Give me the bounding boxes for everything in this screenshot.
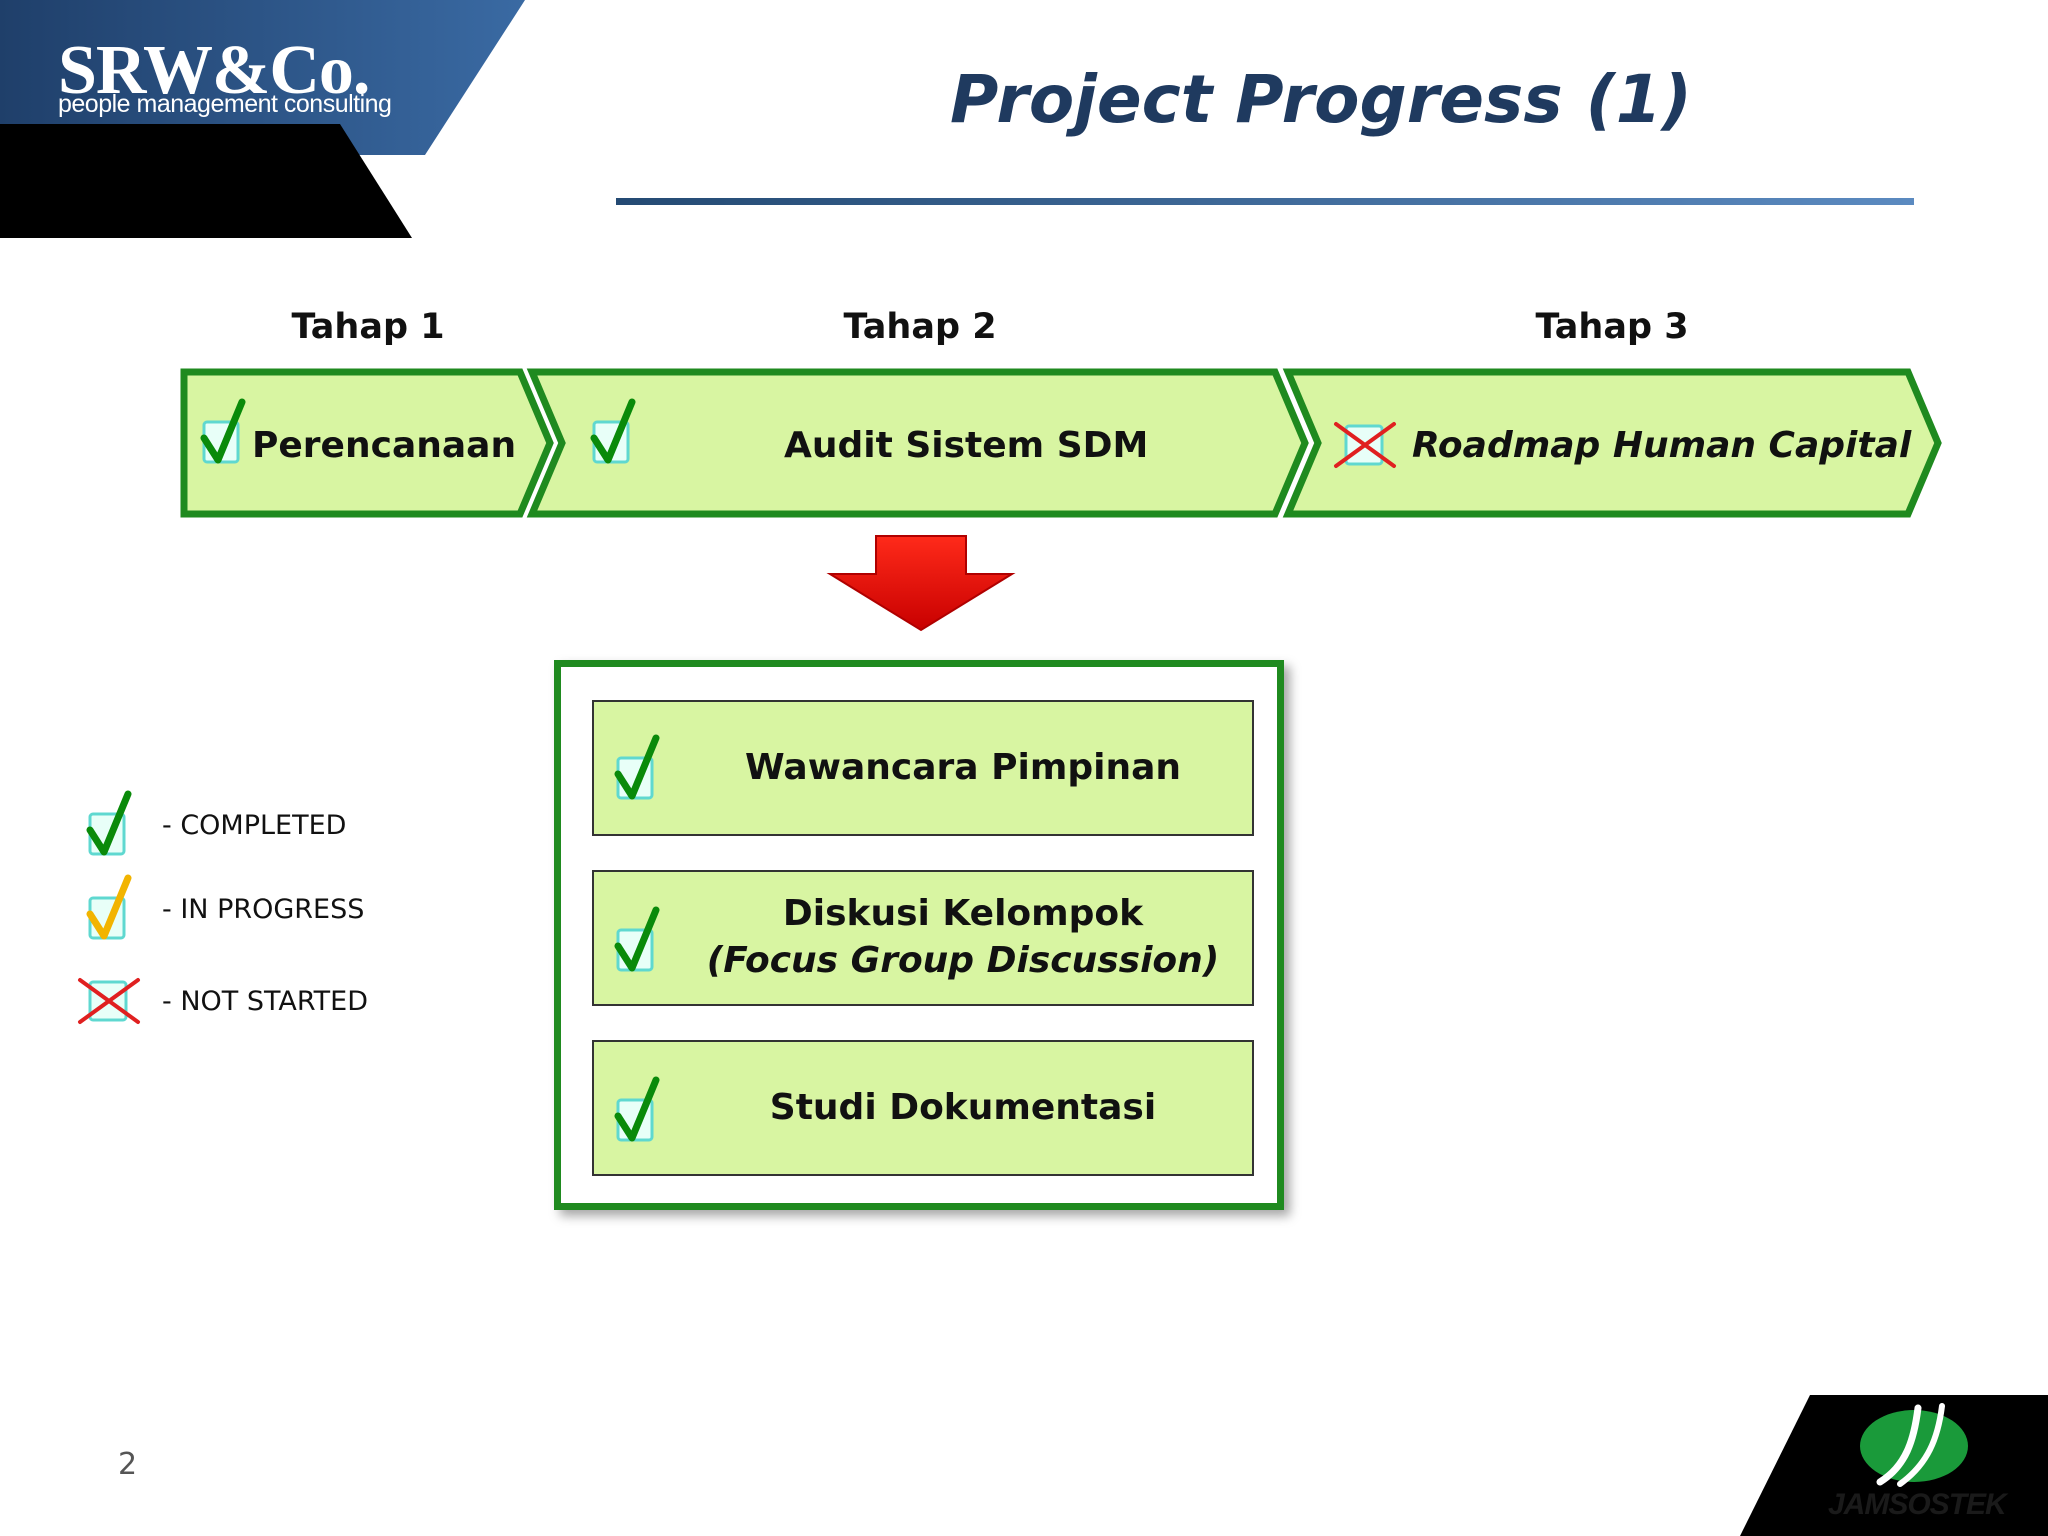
task-wawancara-pimpinan: Wawancara Pimpinan	[592, 700, 1254, 836]
jamsostek-logo-icon	[1860, 1403, 1968, 1487]
title-underline	[616, 198, 1914, 205]
check-green-icon	[614, 906, 660, 972]
legend-not-started: - NOT STARTED	[162, 986, 368, 1017]
cross-red-icon	[78, 978, 140, 1024]
company-tagline: people management consulting	[58, 90, 392, 118]
phase-audit-sistem-sdm: Audit Sistem SDM	[784, 425, 1149, 466]
legend-completed: - COMPLETED	[162, 810, 347, 841]
check-green-icon	[614, 734, 660, 800]
task-subtitle: (Focus Group Discussion)	[706, 940, 1220, 981]
footer-brand: JAMSOSTEK	[1828, 1488, 2007, 1521]
check-green-icon	[590, 398, 636, 464]
task-title: Diskusi Kelompok	[782, 893, 1144, 935]
stage-label-1: Tahap 1	[291, 307, 445, 347]
task-label: Wawancara Pimpinan	[684, 702, 1242, 834]
stage-label-2: Tahap 2	[843, 307, 997, 347]
header-corner-graphic	[0, 0, 525, 238]
chevron-stage-1	[180, 368, 554, 518]
task-label: Studi Dokumentasi	[684, 1042, 1242, 1174]
company-logo: SRW&Co.	[58, 32, 370, 109]
task-diskusi-kelompok: Diskusi Kelompok (Focus Group Discussion…	[592, 870, 1254, 1006]
process-chevrons	[180, 368, 1942, 518]
check-yellow-icon	[86, 874, 132, 940]
task-title: Studi Dokumentasi	[769, 1086, 1157, 1128]
phase-perencanaan: Perencanaan	[252, 425, 517, 466]
task-label: Diskusi Kelompok (Focus Group Discussion…	[684, 872, 1242, 1004]
page-title: Project Progress (1)	[950, 61, 1692, 138]
task-studi-dokumentasi: Studi Dokumentasi	[592, 1040, 1254, 1176]
cross-red-icon	[1334, 422, 1396, 468]
check-green-icon	[200, 398, 246, 464]
down-arrow-icon	[826, 535, 1016, 632]
stage-label-3: Tahap 3	[1535, 307, 1689, 347]
check-green-icon	[86, 790, 132, 856]
page-number: 2	[118, 1447, 138, 1482]
task-title: Wawancara Pimpinan	[744, 746, 1181, 788]
chevron-stage-2	[526, 368, 1309, 518]
legend-in-progress: - IN PROGRESS	[162, 894, 365, 925]
phase-roadmap-human-capital: Roadmap Human Capital	[1412, 425, 1912, 466]
chevron-stage-3	[1282, 368, 1942, 518]
check-green-icon	[614, 1076, 660, 1142]
